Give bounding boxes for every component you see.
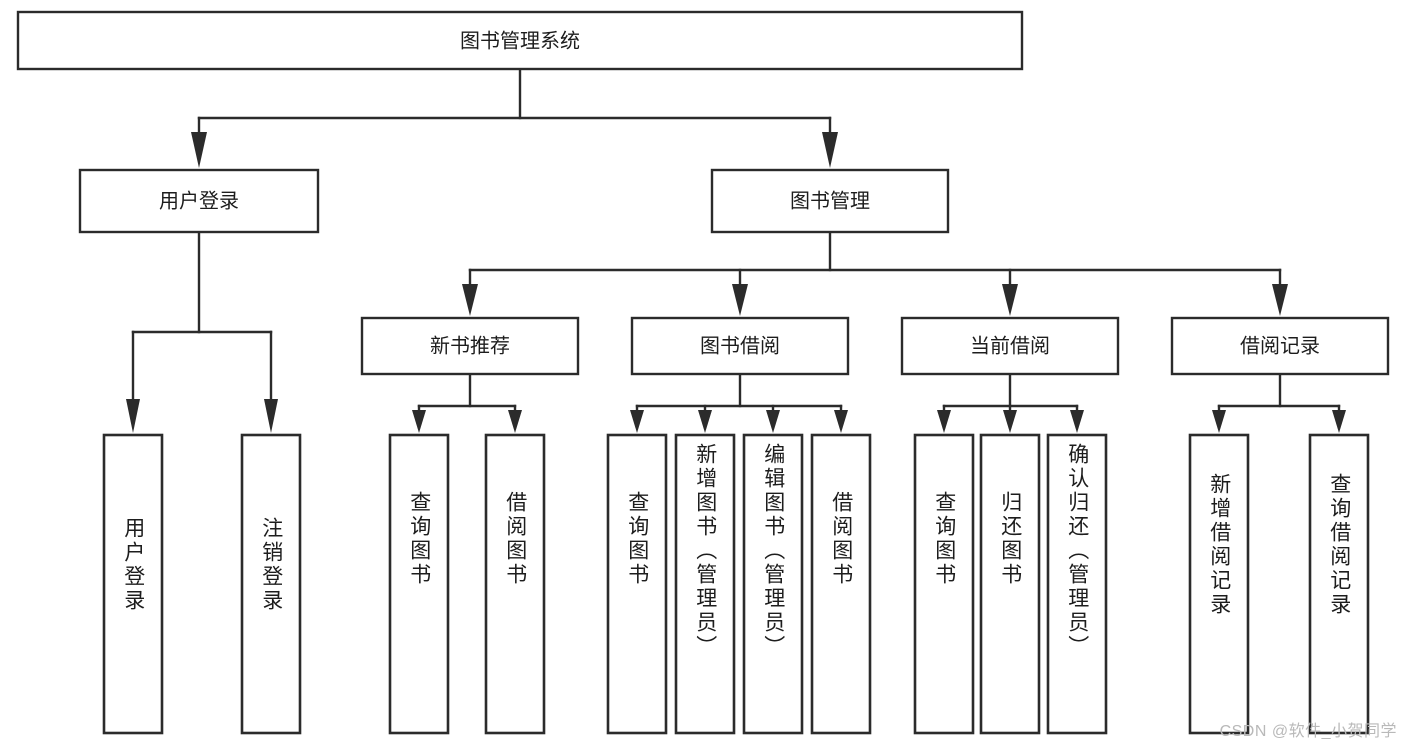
- node-root[interactable]: 图书管理系统: [16, 10, 1024, 71]
- arrowhead-newbook: [462, 284, 478, 316]
- arrowhead-leaf-current-2: [1003, 410, 1017, 433]
- node-current[interactable]: 当前借阅: [900, 316, 1120, 376]
- node-leaf-record-1-box[interactable]: [1188, 433, 1250, 735]
- arrowhead-leaf-login-1: [126, 399, 140, 433]
- node-login[interactable]: 用户登录: [78, 168, 320, 234]
- edge-borrow-to-leaves: [630, 372, 848, 433]
- node-leaf-current-2-box[interactable]: [979, 433, 1041, 735]
- arrowhead-leaf-record-2: [1332, 410, 1346, 433]
- node-record[interactable]: 借阅记录: [1170, 316, 1390, 376]
- edge-record-to-leaves: [1212, 372, 1346, 433]
- node-root-label: 图书管理系统: [460, 29, 580, 52]
- node-borrow-box[interactable]: [630, 316, 850, 376]
- node-leaf-login-2-box[interactable]: [240, 433, 302, 735]
- arrowhead-bookmgmt: [822, 132, 838, 168]
- arrowhead-leaf-current-1: [937, 410, 951, 433]
- arrowhead-leaf-borrow-3: [766, 410, 780, 433]
- arrowhead-record: [1272, 284, 1288, 316]
- node-newbook-box[interactable]: [360, 316, 580, 376]
- arrowhead-leaf-borrow-2: [698, 410, 712, 433]
- leaf-boxes: [102, 433, 1370, 735]
- node-borrow-label: 图书借阅: [700, 334, 780, 357]
- edge-current-to-leaves: [937, 372, 1084, 433]
- node-leaf-current-1-box[interactable]: [913, 433, 975, 735]
- node-leaf-newbook-1-box[interactable]: [388, 433, 450, 735]
- node-current-label: 当前借阅: [970, 334, 1050, 357]
- edge-bookmgmt-to-level3: [462, 230, 1288, 316]
- arrowhead-borrow: [732, 284, 748, 316]
- node-root-box[interactable]: [16, 10, 1024, 71]
- node-leaf-borrow-4-box[interactable]: [810, 433, 872, 735]
- watermark: CSDN @软件_小贺同学: [1219, 723, 1397, 740]
- arrowhead-leaf-record-1: [1212, 410, 1226, 433]
- node-bookmgmt-label: 图书管理: [790, 189, 870, 212]
- node-leaf-record-2-box[interactable]: [1308, 433, 1370, 735]
- edge-login-to-leaves: [126, 230, 278, 433]
- arrowhead-current: [1002, 284, 1018, 316]
- edge-root-to-level2: [191, 67, 838, 168]
- arrowhead-leaf-newbook-1: [412, 410, 426, 433]
- node-record-label: 借阅记录: [1240, 334, 1320, 357]
- node-leaf-borrow-2-box[interactable]: [674, 433, 736, 735]
- node-bookmgmt[interactable]: 图书管理: [710, 168, 950, 234]
- node-borrow[interactable]: 图书借阅: [630, 316, 850, 376]
- node-leaf-newbook-2-box[interactable]: [484, 433, 546, 735]
- node-login-box[interactable]: [78, 168, 320, 234]
- arrowhead-leaf-current-3: [1070, 410, 1084, 433]
- arrowhead-leaf-newbook-2: [508, 410, 522, 433]
- node-login-label: 用户登录: [159, 189, 239, 212]
- edge-newbook-to-leaves: [412, 372, 522, 433]
- arrowhead-login: [191, 132, 207, 168]
- node-bookmgmt-box[interactable]: [710, 168, 950, 234]
- arrowhead-leaf-login-2: [264, 399, 278, 433]
- arrowhead-leaf-borrow-4: [834, 410, 848, 433]
- node-leaf-login-1-box[interactable]: [102, 433, 164, 735]
- node-current-box[interactable]: [900, 316, 1120, 376]
- node-newbook-label: 新书推荐: [430, 334, 510, 357]
- node-leaf-current-3-box[interactable]: [1046, 433, 1108, 735]
- node-leaf-borrow-1-box[interactable]: [606, 433, 668, 735]
- node-record-box[interactable]: [1170, 316, 1390, 376]
- arrowhead-leaf-borrow-1: [630, 410, 644, 433]
- node-leaf-borrow-3-box[interactable]: [742, 433, 804, 735]
- node-newbook[interactable]: 新书推荐: [360, 316, 580, 376]
